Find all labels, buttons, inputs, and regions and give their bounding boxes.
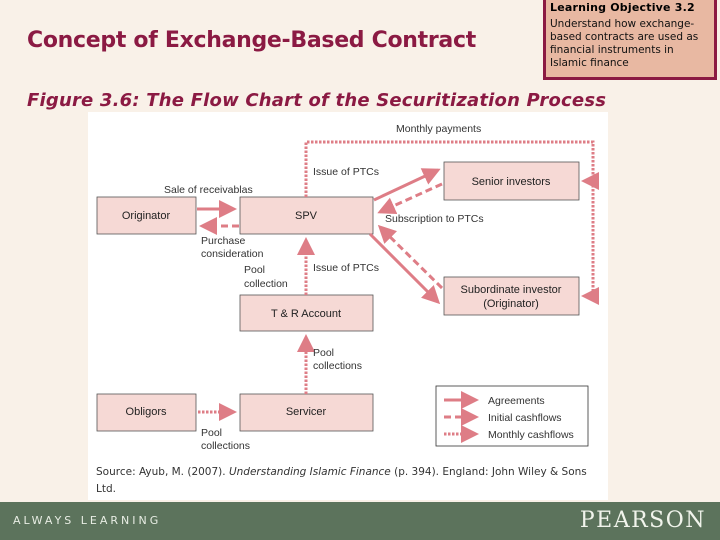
label-pool-collections-a1: Pool [313, 347, 334, 359]
box-originator-label: Originator [122, 210, 171, 222]
label-sale-of-receivables: Sale of receivablas [164, 184, 253, 196]
label-pool-collection-1: Pool [244, 264, 265, 276]
figure-caption: Figure 3.6: The Flow Chart of the Securi… [27, 90, 607, 111]
box-originator: Originator [96, 196, 197, 235]
source-suffix: (p. 394). England: John Wiley & Sons Ltd… [96, 466, 587, 495]
label-subscription: Subscription to PTCs [385, 213, 484, 225]
arrow-subscription-subordinate [377, 224, 444, 290]
box-senior-label: Senior investors [472, 176, 551, 188]
label-pool-collection-2: collection [244, 278, 288, 290]
learning-objective-text: Understand how exchange-based contracts … [550, 18, 699, 69]
source-book-title: Understanding Islamic Finance [228, 466, 391, 478]
pearson-logo: PEARSON [579, 508, 706, 533]
box-obligors-label: Obligors [126, 406, 167, 418]
legend-agreements-label: Agreements [488, 395, 545, 407]
legend: Agreements Initial cashflows Monthly cas… [435, 385, 589, 447]
legend-initial-label: Initial cashflows [488, 412, 562, 424]
label-pool-collections-a2: collections [313, 360, 362, 372]
label-purchase-2: consideration [201, 248, 264, 260]
box-spv: SPV [239, 196, 374, 235]
source-prefix: Source: Ayub, M. (2007). [96, 466, 229, 478]
box-senior-investors: Senior investors [443, 161, 580, 201]
box-subordinate-label-2: (Originator) [483, 298, 539, 310]
label-issue-ptcs-mid: Issue of PTCs [313, 262, 379, 274]
always-learning-tagline: ALWAYS LEARNING [13, 514, 162, 527]
box-obligors: Obligors [96, 393, 197, 432]
arrow-issue-ptcs-senior [373, 168, 441, 202]
box-servicer-label: Servicer [286, 406, 327, 418]
footer-bar: ALWAYS LEARNING PEARSON [0, 502, 720, 540]
label-pool-collections-b2: collections [201, 440, 250, 452]
arrow-issue-ptcs-subordinate [368, 232, 441, 305]
box-servicer: Servicer [239, 393, 374, 432]
learning-objective-heading: Learning Objective 3.2 [550, 1, 695, 14]
box-subordinate-label-1: Subordinate investor [461, 284, 562, 296]
label-issue-ptcs-top: Issue of PTCs [313, 166, 379, 178]
source-citation: Source: Ayub, M. (2007). Understanding I… [96, 464, 596, 498]
box-tr-account: T & R Account [239, 294, 374, 332]
legend-monthly-label: Monthly cashflows [488, 429, 574, 441]
label-purchase-1: Purchase [201, 235, 246, 247]
learning-objective-box: Learning Objective 3.2 Understand how ex… [543, 0, 717, 80]
label-monthly-payments: Monthly payments [396, 123, 481, 135]
slide-title: Concept of Exchange-Based Contract [27, 28, 476, 53]
arrow-monthly-payments [304, 140, 599, 305]
securitization-flowchart: Originator SPV Senior investors Subordin… [88, 112, 608, 500]
arrow-subscription-senior [377, 182, 443, 215]
box-tr-account-label: T & R Account [271, 308, 341, 320]
box-subordinate-investor: Subordinate investor (Originator) [443, 276, 580, 316]
box-spv-label: SPV [295, 210, 318, 222]
label-pool-collections-b1: Pool [201, 427, 222, 439]
